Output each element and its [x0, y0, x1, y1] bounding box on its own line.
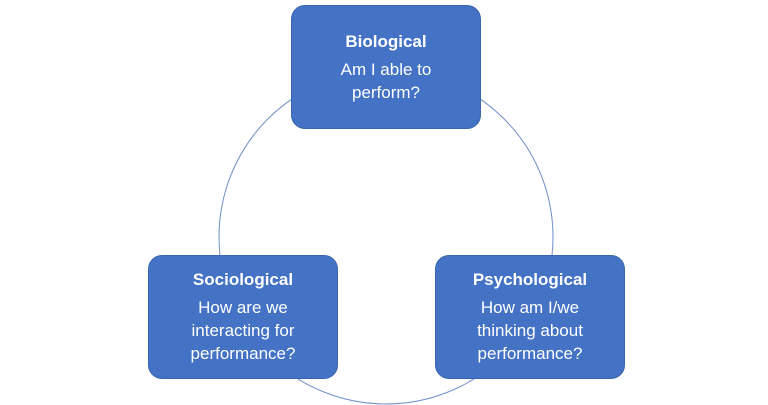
biological-question-line-2: perform? [351, 82, 421, 102]
sociological-question-line-3: performance? [190, 344, 296, 363]
psychological-node: Psychological How am I/we thinking about… [435, 255, 625, 379]
biological-question-line-1: Am I able to [340, 59, 432, 79]
sociological-question-line-2: interacting for [191, 321, 295, 340]
biological-node: Biological Am I able to perform? [291, 5, 481, 129]
psychological-question-line-3: performance? [477, 344, 583, 363]
sociological-title: Sociological [192, 270, 294, 289]
sociological-node: Sociological How are we interacting for … [148, 255, 338, 379]
sociological-question-line-1: How are we [198, 298, 288, 317]
psychological-question-line-1: How am I/we [480, 298, 580, 317]
biological-title: Biological [345, 31, 427, 51]
psychological-title: Psychological [472, 270, 588, 289]
psychological-question-line-2: thinking about [477, 321, 583, 340]
